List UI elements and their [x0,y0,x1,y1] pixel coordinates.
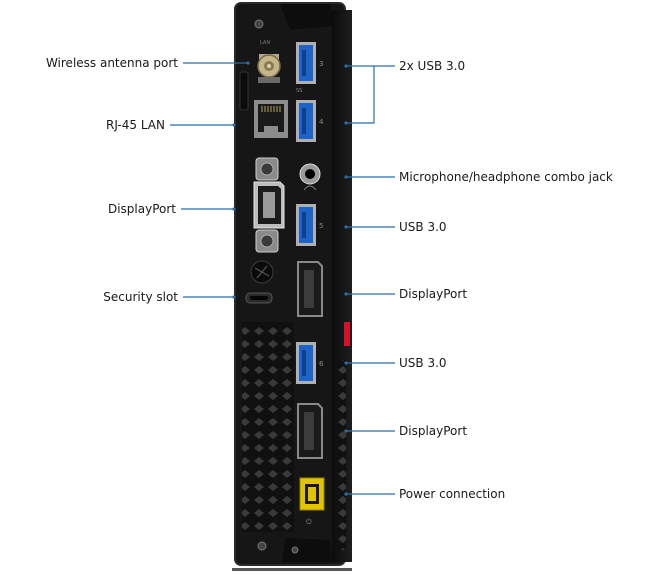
label-displayport-bottom: DisplayPort [399,424,468,438]
red-accent-stripe [344,322,350,346]
rj45-port [254,100,288,138]
wireless-antenna-port: LAN [257,40,281,83]
svg-text:⏻: ⏻ [306,518,312,526]
top-tab [280,4,334,30]
label-rj45-lan: RJ-45 LAN [105,118,165,132]
usb-port-4 [296,100,316,142]
leader-endpoints [232,61,348,496]
label-displayport-left: DisplayPort [107,202,176,216]
usb-number-4: 4 [319,118,324,126]
label-2x-usb: 2x USB 3.0 [399,59,466,73]
usb-port-6 [296,342,316,384]
label-security-slot: Security slot [103,290,178,304]
security-slot [245,260,274,304]
power-connector: ⏻ [299,477,325,526]
usb-number-5: 5 [319,222,323,230]
usb-number-3: 3 [319,60,323,68]
label-usb-6: USB 3.0 [399,356,447,370]
svg-text:SS: SS [296,88,302,94]
leader-lines [170,62,395,495]
main-vent-grille [242,322,294,532]
left-latch [239,71,249,111]
chassis-side [332,10,352,562]
label-displayport-top: DisplayPort [399,287,468,301]
bottom-screw [257,541,267,551]
label-usb-5: USB 3.0 [399,220,447,234]
side-vent-dots [338,360,346,550]
left-displayport [253,157,285,253]
label-wireless-antenna-port: Wireless antenna port [45,56,178,70]
usb-port-3: SS [296,42,316,94]
label-power-connection: Power connection [399,487,506,501]
displayport-top [297,261,323,317]
displayport-bottom [297,403,323,459]
top-screw [254,19,264,29]
svg-text:LAN: LAN [260,40,270,46]
chassis-shadow [232,568,352,571]
bottom-screw-right [291,546,299,554]
usb-number-6: 6 [319,360,324,368]
audio-jack [299,163,321,191]
leader-usb-pair [346,65,375,124]
usb-port-5 [296,204,316,246]
label-audio-jack: Microphone/headphone combo jack [399,170,613,184]
bottom-tab [282,538,332,562]
